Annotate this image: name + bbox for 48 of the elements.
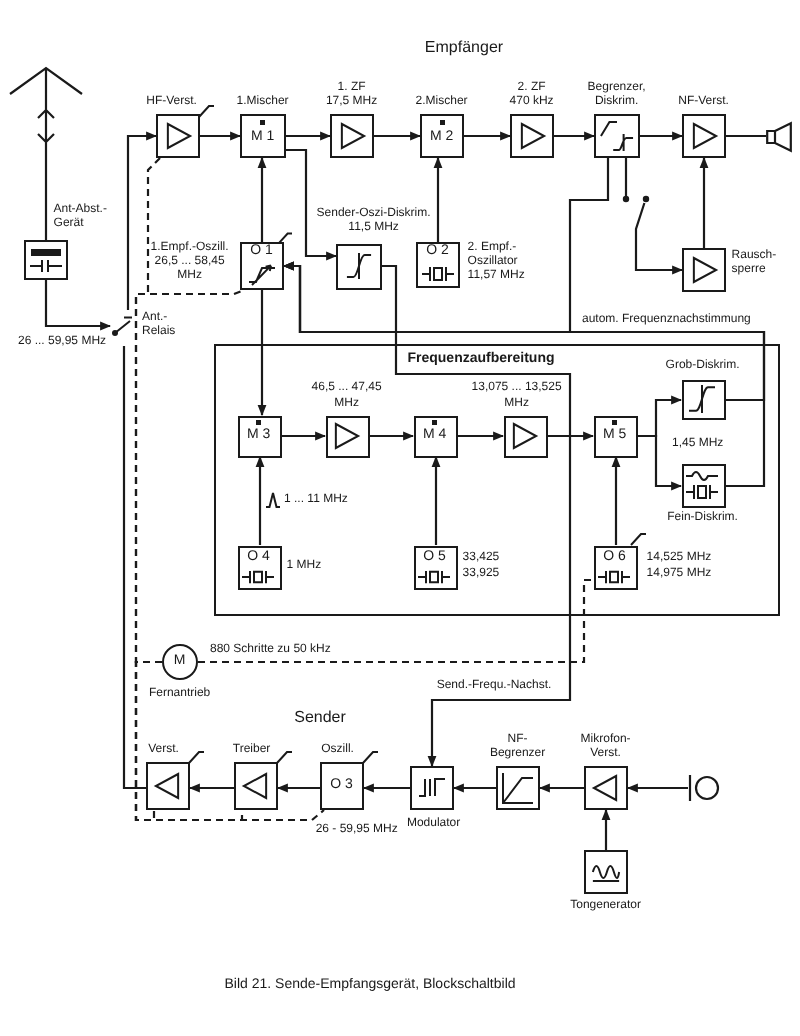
- arrow: [634, 232, 684, 275]
- arrow: [362, 783, 410, 793]
- arrow: [464, 131, 512, 141]
- arrow: [369, 431, 415, 441]
- frequency-synthesis-panel: [214, 344, 780, 616]
- arrow: [281, 431, 327, 441]
- arrow: [44, 280, 112, 331]
- dashed-line: [134, 660, 325, 822]
- arrow: [255, 455, 265, 545]
- arrow: [431, 455, 441, 545]
- arrow: [188, 783, 234, 793]
- arrow: [282, 261, 766, 488]
- arrow: [626, 783, 688, 793]
- arrow: [554, 131, 596, 141]
- arrow: [457, 431, 505, 441]
- line: [726, 134, 766, 138]
- arrow: [699, 156, 709, 248]
- section-heading: Sender: [294, 708, 346, 728]
- line: [44, 160, 48, 240]
- section-heading: Empfänger: [424, 38, 504, 58]
- arrow: [611, 455, 621, 545]
- mixer-block: [413, 415, 457, 457]
- arrow: [382, 264, 572, 768]
- mixer-block: [237, 415, 281, 457]
- antenna-symbol: [8, 66, 84, 160]
- arrow: [257, 290, 267, 417]
- switch-symbol: [618, 192, 654, 232]
- arrow: [637, 434, 683, 491]
- arrow: [452, 783, 496, 793]
- arrow: [276, 783, 320, 793]
- line: [624, 158, 628, 192]
- arrow: [286, 148, 338, 261]
- mixer-block: [593, 415, 637, 457]
- arrow: [286, 131, 332, 141]
- arrow: [601, 808, 611, 850]
- arrow: [126, 131, 158, 310]
- arrow: [640, 131, 684, 141]
- dashed-line: [134, 288, 245, 664]
- line: [122, 346, 146, 790]
- arrow: [257, 156, 267, 242]
- arrow: [547, 431, 595, 441]
- dashed-line: [198, 578, 593, 664]
- arrow: [200, 131, 242, 141]
- arrow: [433, 156, 443, 242]
- arrow: [538, 783, 584, 793]
- arrow: [374, 131, 422, 141]
- microphone-symbol: [688, 774, 720, 802]
- speaker-symbol: [766, 122, 792, 152]
